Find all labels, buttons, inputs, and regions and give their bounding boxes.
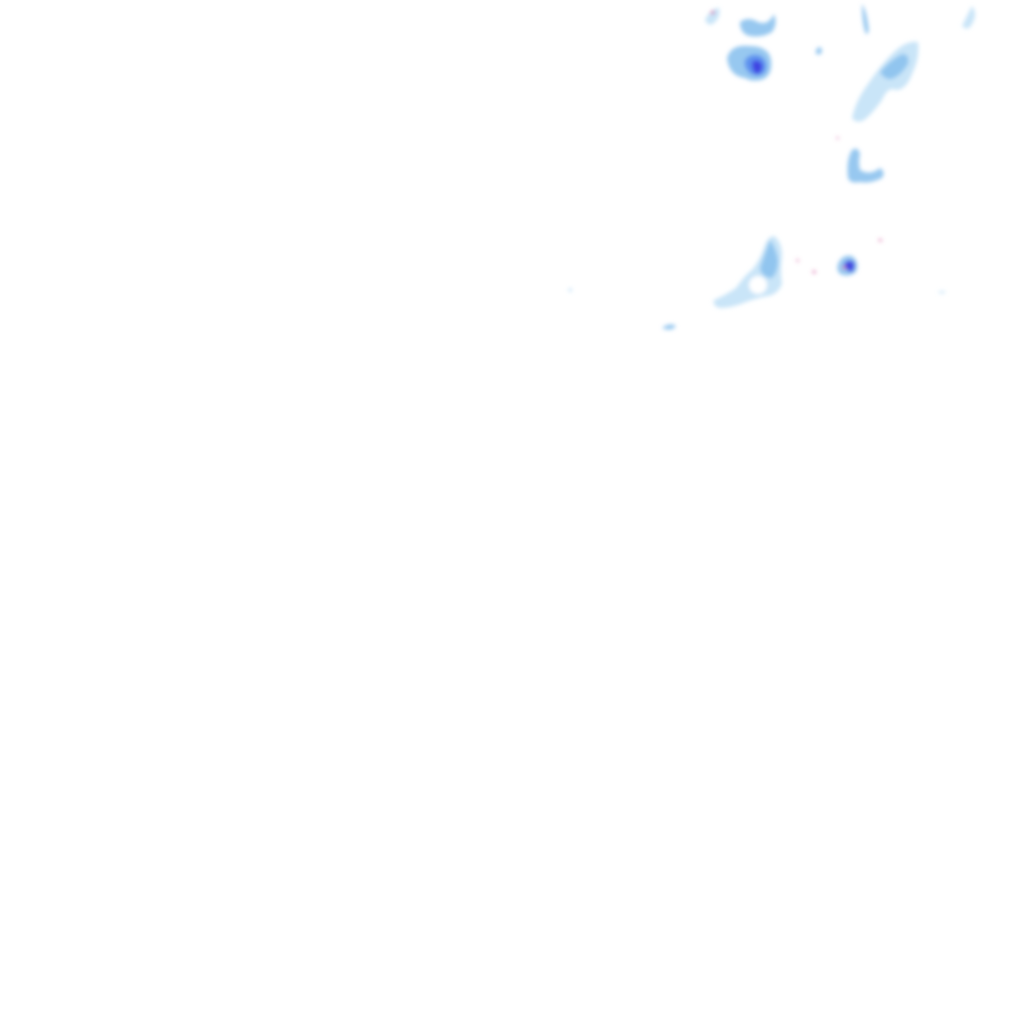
precip-cell [710, 10, 715, 15]
precip-cell [760, 240, 778, 278]
precip-cell [878, 239, 882, 242]
precip-cell [938, 291, 946, 294]
precip-cell [836, 137, 839, 139]
precip-cell [852, 41, 919, 122]
precip-cell [844, 260, 855, 272]
precip-cell [962, 6, 975, 29]
precip-cell [568, 288, 572, 292]
precip-cell [842, 265, 846, 270]
precip-cell [880, 54, 909, 80]
precip-cell [740, 14, 776, 37]
precip-cell [816, 47, 822, 55]
precip-cell [662, 324, 676, 330]
precip-cell [812, 270, 816, 274]
precip-cell [862, 4, 869, 34]
precip-cell [705, 8, 720, 25]
precip-gap [749, 276, 767, 294]
precip-cell [796, 259, 799, 262]
precip-cell [847, 148, 884, 183]
precip-cell [752, 60, 763, 74]
